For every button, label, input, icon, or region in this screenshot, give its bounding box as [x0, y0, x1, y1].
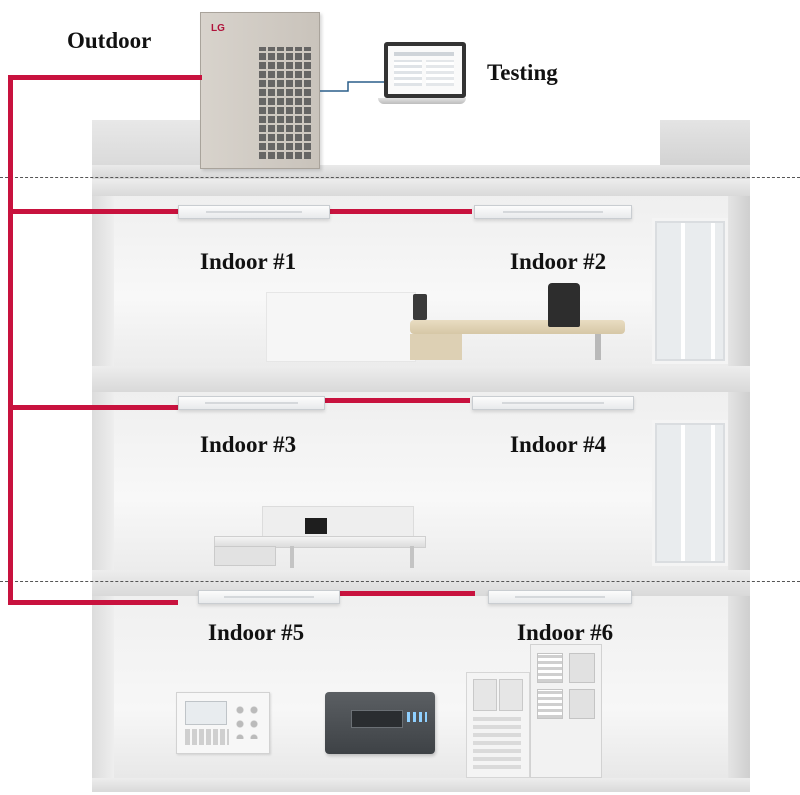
laptop-screen [384, 42, 466, 98]
dashed-separator-top [0, 177, 800, 178]
indoor-unit-4 [472, 396, 634, 410]
indoor-unit-2 [474, 205, 632, 219]
indoor-5-label: Indoor #5 [208, 620, 305, 645]
indoor-unit-5 [198, 590, 340, 604]
building-left-wall [92, 120, 114, 790]
pipe-branch-floor-2 [8, 405, 178, 410]
indoor-2-label: Indoor #2 [510, 249, 607, 274]
central-controller [325, 692, 435, 754]
wall-panel-floor-1 [266, 292, 416, 362]
chair-small-floor-1 [413, 294, 427, 320]
wall-controller [176, 692, 270, 754]
wall-controller-screen [185, 701, 227, 725]
floor-slab-2 [92, 366, 750, 392]
central-controller-display [351, 710, 403, 728]
indoor-unit-6 [488, 590, 632, 604]
desk-leg-floor-2a [290, 546, 294, 568]
outdoor-unit: LG [200, 12, 320, 169]
desk-leg-floor-1 [595, 334, 601, 360]
indoor-unit-3 [178, 396, 325, 410]
cart-floor-2 [214, 546, 276, 566]
pipe-link-1-2 [330, 209, 472, 214]
building-right-wall [728, 120, 750, 790]
indoor-unit-1 [178, 205, 330, 219]
pipe-outdoor-horizontal [8, 75, 202, 80]
control-panels-left [466, 672, 530, 778]
desk-leg-floor-2b [410, 546, 414, 568]
indoor-3-label: Indoor #3 [200, 432, 297, 457]
floor-slab-1 [92, 179, 750, 196]
testing-laptop [378, 42, 466, 120]
chair-floor-1 [548, 283, 580, 327]
pipe-link-3-4 [325, 398, 470, 403]
outdoor-unit-logo: LG [211, 23, 225, 34]
partition-floor-2 [262, 506, 414, 538]
wall-controller-keypad [185, 729, 229, 745]
dashed-separator-bottom [0, 581, 800, 582]
monitor-floor-2 [305, 518, 327, 534]
ground-slab [92, 778, 750, 792]
indoor-4-label: Indoor #4 [510, 432, 607, 457]
control-panels-right [530, 644, 602, 778]
desk-floor-2 [214, 536, 426, 548]
pipe-link-5-6 [340, 591, 475, 596]
outdoor-unit-grille-overlay [259, 47, 311, 159]
indoor-6-label: Indoor #6 [517, 620, 614, 645]
desk-floor-1 [410, 320, 625, 334]
roof-parapet-right [660, 120, 750, 172]
testing-label: Testing [487, 60, 558, 85]
pipe-branch-floor-3 [8, 600, 178, 605]
indoor-1-label: Indoor #1 [200, 249, 297, 274]
laptop-base [378, 98, 466, 104]
wall-controller-buttons [233, 703, 261, 739]
desk-cabinet-floor-1 [410, 334, 462, 360]
room-floor-3 [114, 596, 728, 786]
central-controller-leds [407, 712, 427, 722]
window-floor-1 [652, 218, 728, 364]
window-floor-2 [652, 420, 728, 566]
pipe-branch-floor-1 [8, 209, 178, 214]
pipe-main-riser [8, 75, 13, 605]
outdoor-label: Outdoor [67, 28, 152, 53]
roof-parapet-left [92, 120, 202, 172]
